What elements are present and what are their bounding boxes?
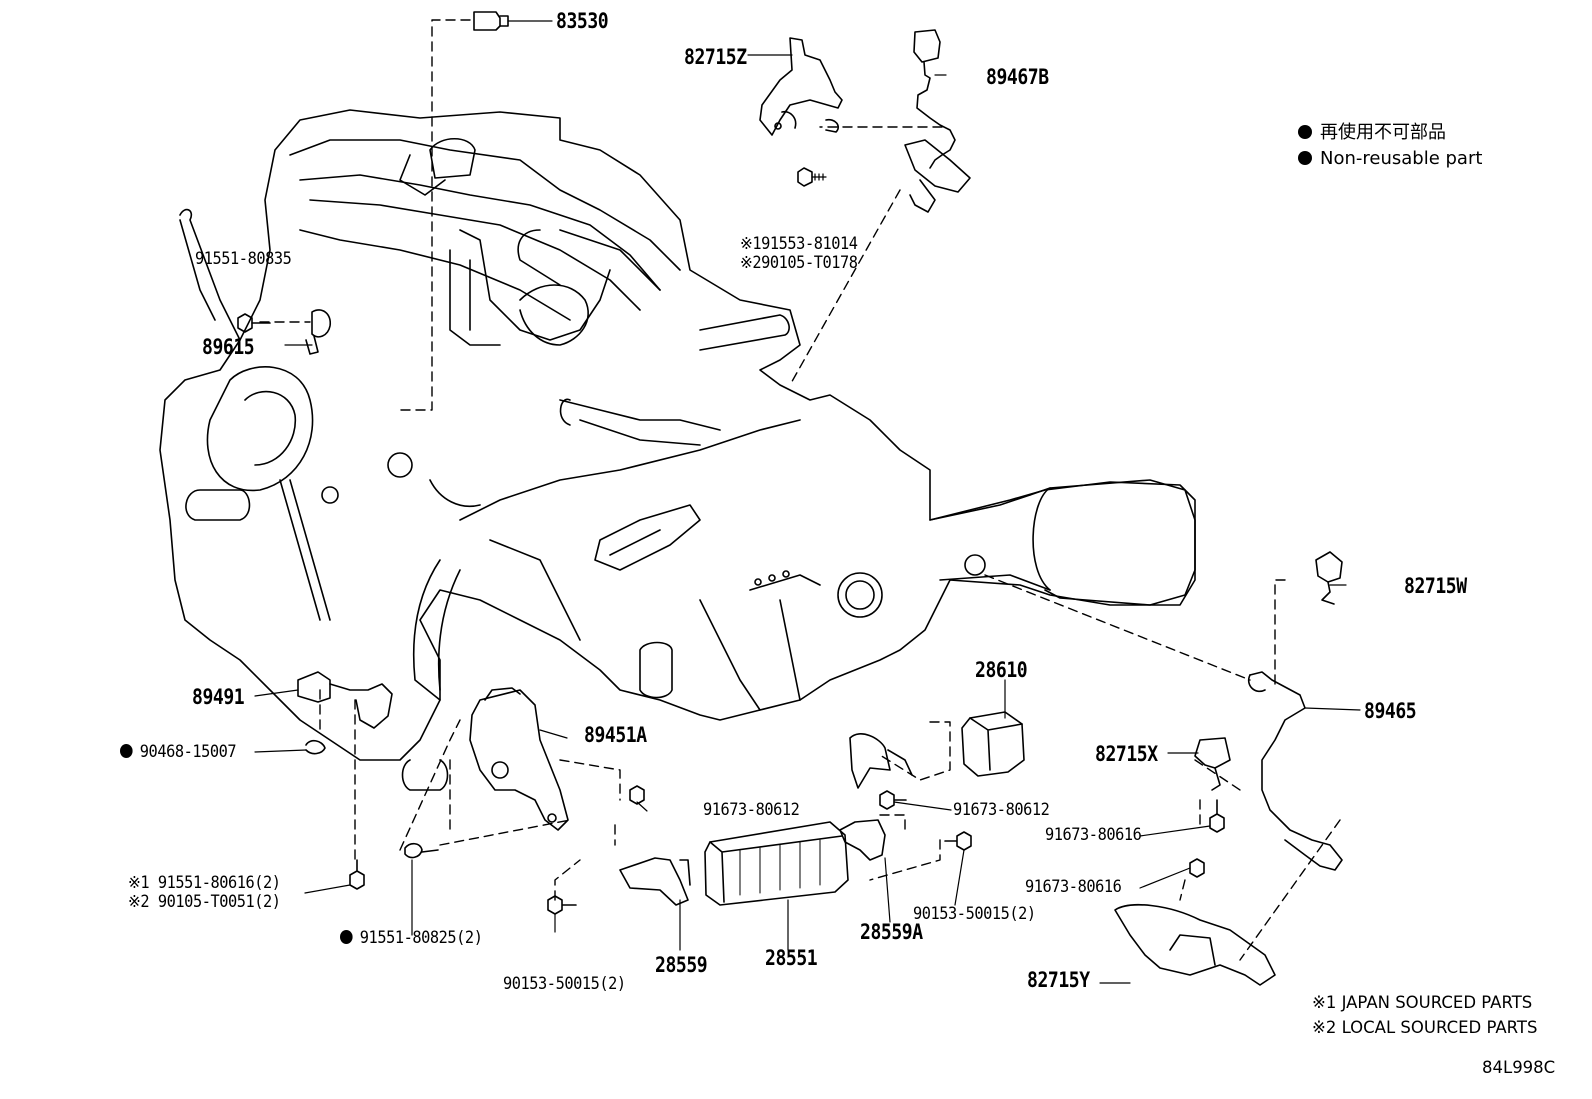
label-82715Y: 82715Y xyxy=(1027,968,1090,992)
part-89615-knock-sensor xyxy=(305,309,332,355)
bolt-91551-80835 xyxy=(237,313,271,333)
part-28551-module xyxy=(704,821,849,906)
part-82715Y-bracket xyxy=(1114,904,1276,986)
label-89465: 89465 xyxy=(1364,699,1417,723)
label-91673-80616-a: 91673-80616 xyxy=(1045,825,1142,845)
label-89451A: 89451A xyxy=(584,723,647,747)
part-28559A-bracket xyxy=(839,733,913,861)
part-83530-switch xyxy=(473,11,553,31)
label-90468-15007: 90468-15007 xyxy=(120,744,237,761)
label-91551-80835: 91551-80835 xyxy=(195,249,292,269)
part-82715Z-bracket xyxy=(759,37,843,136)
part-89491-crank-sensor xyxy=(297,671,393,729)
legend-non-reusable-jp: 再使用不可部品 xyxy=(1298,124,1446,142)
label-91673-80616-b: 91673-80616 xyxy=(1025,877,1122,897)
label-28551: 28551 xyxy=(765,946,818,970)
legend-non-reusable-en: Non-reusable part xyxy=(1298,150,1482,168)
part-28610-relay xyxy=(961,711,1025,777)
label-82715Z: 82715Z xyxy=(684,45,747,69)
label-90105-T0051: ※2 90105-T0051(2) xyxy=(128,892,281,912)
clip-90468 xyxy=(305,739,326,755)
label-91673-80612-a: 91673-80612 xyxy=(703,800,800,820)
label-28559: 28559 xyxy=(655,953,708,977)
part-82715W-clamp xyxy=(1315,551,1343,605)
label-91551-80825: 91551-80825(2) xyxy=(340,930,483,947)
label-91551-80616: ※1 91551-80616(2) xyxy=(128,873,281,893)
figure-code: 84L998C xyxy=(1482,1058,1556,1077)
bolts-misc xyxy=(349,785,1225,915)
bolt-91553 xyxy=(797,167,827,187)
label-91553-81014: ※191553-81014 xyxy=(740,234,858,254)
solid-leader-lines xyxy=(254,54,1361,984)
dashed-locator-lines xyxy=(259,19,1341,961)
label-89615: 89615 xyxy=(202,335,255,359)
part-82715X-bracket xyxy=(1194,737,1231,791)
note-japan-sourced: ※1 JAPAN SOURCED PARTS xyxy=(1312,993,1533,1012)
non-reusable-dot-icon xyxy=(1298,125,1312,139)
label-90105-T0178: ※290105-T0178 xyxy=(740,253,858,273)
label-83530: 83530 xyxy=(556,9,609,33)
label-90153-50015-b: 90153-50015(2) xyxy=(503,974,626,994)
part-89467B-oxygen-sensor xyxy=(904,29,971,213)
part-89451A-switch xyxy=(469,687,569,831)
non-reusable-dot-icon xyxy=(1298,151,1312,165)
non-reusable-dot-icon xyxy=(340,930,353,944)
label-91673-80612-b: 91673-80612 xyxy=(953,800,1050,820)
note-local-sourced: ※2 LOCAL SOURCED PARTS xyxy=(1312,1018,1538,1037)
label-28559A: 28559A xyxy=(860,920,923,944)
label-82715W: 82715W xyxy=(1404,574,1467,598)
label-28610: 28610 xyxy=(975,658,1028,682)
engine-block-outline xyxy=(159,109,1196,791)
part-89465-oxygen-sensor xyxy=(1247,671,1343,871)
label-89491: 89491 xyxy=(192,685,245,709)
label-90153-50015-a: 90153-50015(2) xyxy=(913,904,1036,924)
label-82715X: 82715X xyxy=(1095,742,1158,766)
part-28559-bracket xyxy=(619,857,691,906)
non-reusable-dot-icon xyxy=(120,744,133,758)
label-89467B: 89467B xyxy=(986,65,1049,89)
